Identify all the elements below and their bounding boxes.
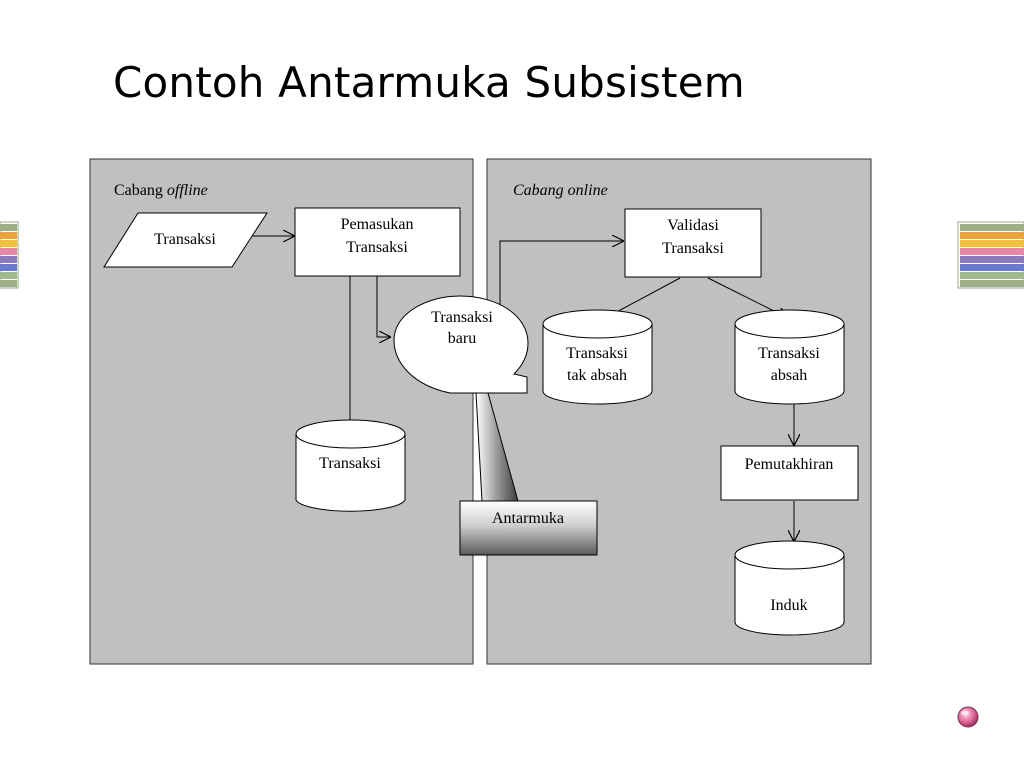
db-induk-label: Induk xyxy=(770,597,807,614)
input-transaksi-label: Transaksi xyxy=(154,231,216,248)
transaksi-baru-bubble: Transaksi baru xyxy=(393,295,529,394)
left-striped-tab-icon xyxy=(0,221,19,289)
pemasukan-label-line1: Pemasukan xyxy=(341,216,414,233)
pemutakhiran-node: Pemutakhiran xyxy=(720,445,859,501)
validasi-label-line1: Validasi xyxy=(667,217,719,234)
antarmuka-node: Antarmuka xyxy=(459,500,598,556)
transaksi-baru-line1: Transaksi xyxy=(431,309,493,326)
validasi-transaksi-node: Validasi Transaksi xyxy=(624,208,762,278)
offline-zone-label: Cabang offline xyxy=(114,182,208,199)
db-absah-line1: Transaksi xyxy=(758,345,820,362)
db-induk-node: Induk xyxy=(734,540,845,636)
db-absah-line2: absah xyxy=(771,367,807,384)
db-tak-absah-line1: Transaksi xyxy=(566,345,628,362)
validasi-label-line2: Transaksi xyxy=(662,240,724,257)
pemasukan-label-line2: Transaksi xyxy=(346,239,408,256)
pink-orb-icon[interactable] xyxy=(957,706,979,728)
antarmuka-label: Antarmuka xyxy=(492,510,564,527)
transaksi-baru-line2: baru xyxy=(448,330,476,347)
input-transaksi-node: Transaksi xyxy=(103,212,268,268)
pemutakhiran-label: Pemutakhiran xyxy=(745,456,834,473)
db-tak-absah-node: Transaksi tak absah xyxy=(542,309,653,405)
arrow-baru-to-validasi xyxy=(499,241,623,318)
right-striped-tab-icon xyxy=(957,221,1024,289)
db-transaksi-label: Transaksi xyxy=(319,455,381,472)
online-zone-label: Cabang online xyxy=(513,182,608,199)
arrow-pemasukan-to-baru xyxy=(376,276,390,337)
slide-title: Contoh Antarmuka Subsistem xyxy=(113,58,745,107)
db-absah-node: Transaksi absah xyxy=(734,309,845,405)
db-tak-absah-line2: tak absah xyxy=(567,367,627,384)
db-transaksi-node: Transaksi xyxy=(295,419,406,512)
pemasukan-transaksi-node: Pemasukan Transaksi xyxy=(294,207,461,277)
